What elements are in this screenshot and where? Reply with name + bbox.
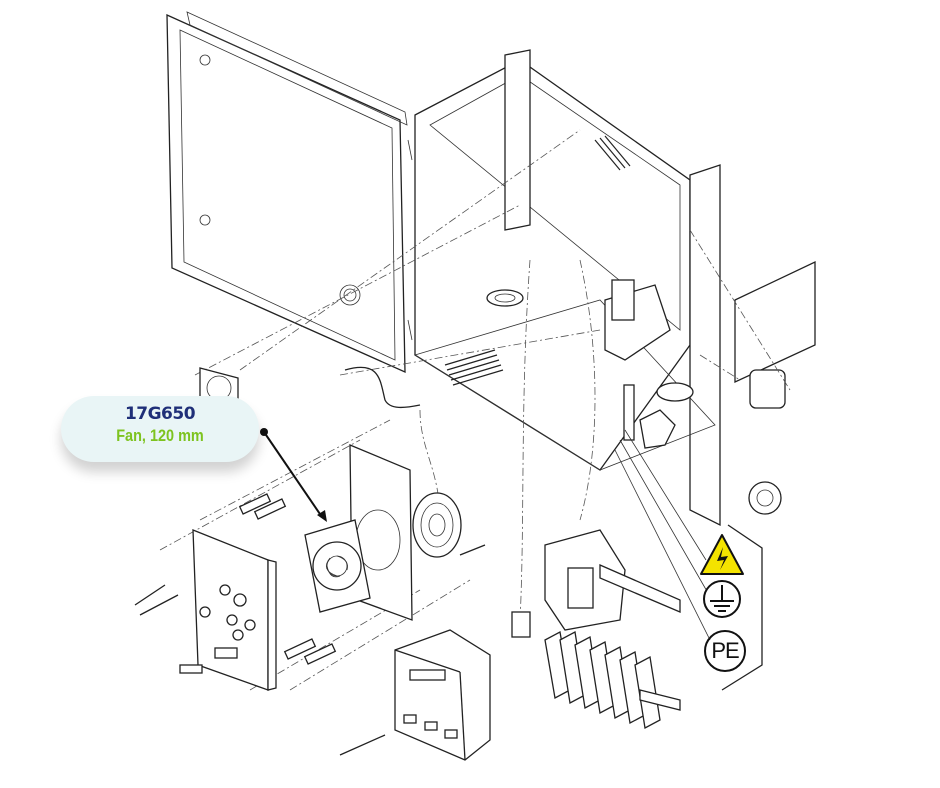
- pe-symbol: PE: [704, 630, 746, 672]
- motor-drive: [339, 611, 531, 761]
- high-voltage-warning-icon: [700, 534, 744, 575]
- mounting-plate: [349, 444, 486, 621]
- symbol-bracket: [721, 524, 763, 691]
- fan-120mm: [304, 519, 371, 613]
- ground-cable: [344, 366, 421, 409]
- front-panel-controller: [134, 493, 337, 691]
- symbol-leader-lines: [614, 429, 713, 641]
- enclosure-box: [414, 49, 816, 527]
- callout-pointer: [260, 428, 327, 522]
- protective-earth-ground-icon: [703, 580, 741, 618]
- enclosure-door: [166, 11, 413, 374]
- part-callout[interactable]: 17G650 Fan, 120 mm: [61, 396, 259, 462]
- contactor-and-terminal-blocks: [544, 529, 681, 730]
- part-description: Fan, 120 mm: [116, 426, 204, 445]
- part-number: 17G650: [124, 404, 196, 424]
